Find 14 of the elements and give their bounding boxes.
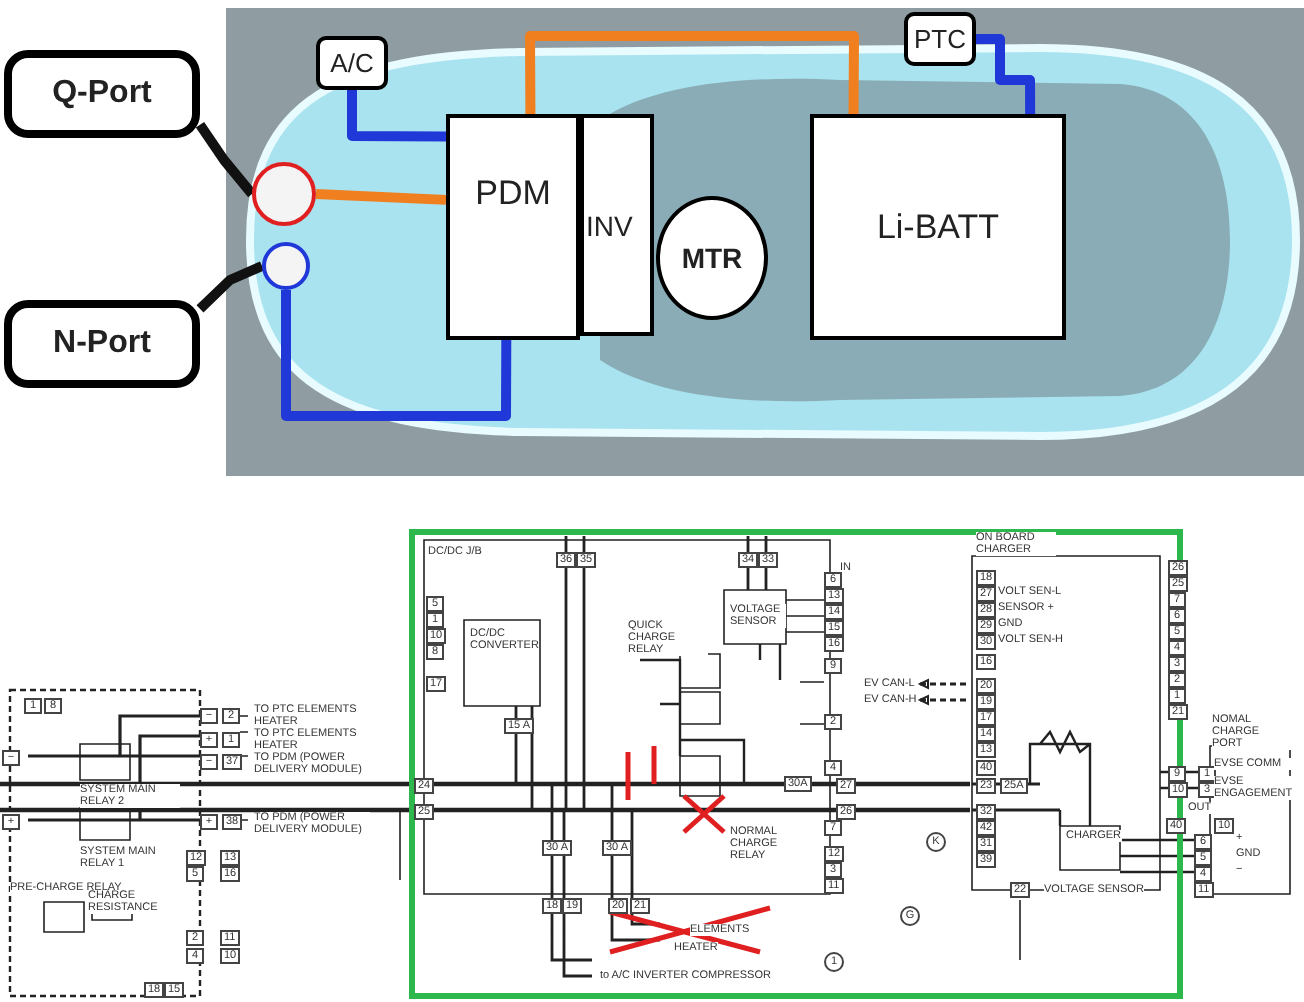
cable — [315, 189, 447, 205]
module-box: PDM — [446, 114, 580, 340]
cable — [195, 122, 256, 198]
component-box: A/C — [316, 36, 388, 90]
cable — [347, 90, 447, 142]
callout-bubble: Q-Port — [4, 50, 200, 138]
cable — [976, 34, 1036, 114]
callout-bubble: N-Port — [4, 300, 200, 388]
cable — [281, 290, 512, 421]
cable — [196, 261, 264, 313]
module-box: INV — [580, 114, 654, 336]
cable — [525, 31, 859, 115]
component-box: PTC — [904, 12, 976, 66]
module-box: Li-BATT — [810, 114, 1066, 340]
